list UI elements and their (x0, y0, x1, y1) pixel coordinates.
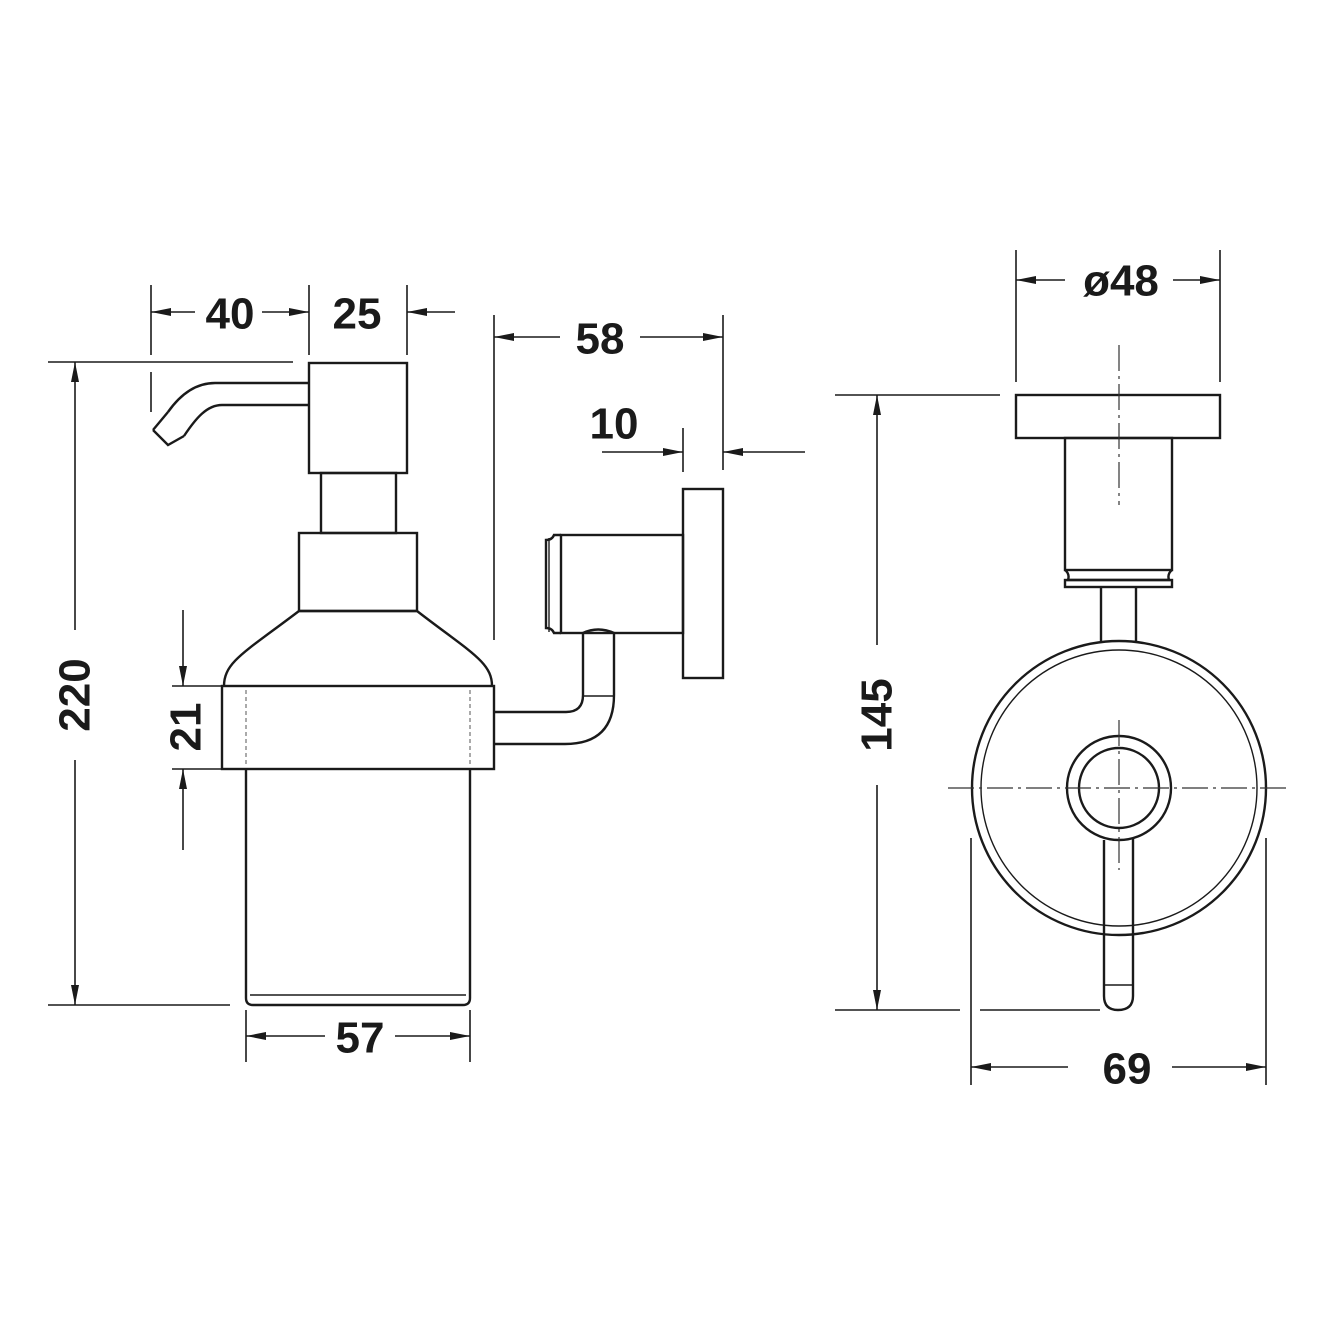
spout (152, 381, 309, 447)
dimension-label: 145 (853, 678, 902, 751)
dimension-d48: ø48 (1015, 250, 1221, 382)
dimension-145: 145 (835, 394, 1100, 1011)
dimension-58: 58 (493, 315, 724, 640)
pump-stem (319, 471, 398, 535)
dimension-220: 220 (48, 361, 293, 1006)
front-view (948, 345, 1290, 1012)
dimension-69: 69 (970, 838, 1267, 1094)
side-view (152, 361, 725, 1007)
dimension-label: 220 (51, 658, 100, 731)
dimension-57: 57 (245, 1010, 471, 1063)
dimension-label: 10 (590, 400, 639, 449)
dimension-label: ø48 (1083, 257, 1159, 306)
dimension-10: 10 (590, 400, 805, 472)
support-arm (494, 628, 616, 746)
dimension-label: 57 (336, 1014, 385, 1063)
wall-plate (681, 487, 725, 680)
pump-collar (297, 531, 419, 613)
glass-body (244, 769, 472, 1007)
lever (1102, 838, 1135, 1012)
dimension-25: 25 (333, 285, 455, 355)
wall-plate (1014, 393, 1222, 440)
pump-head (307, 361, 409, 475)
dimension-label: 21 (162, 703, 211, 752)
dimension-40: 40 (150, 285, 310, 412)
dimension-label: 40 (206, 290, 255, 339)
dimension-21: 21 (162, 610, 222, 850)
dimension-label: 58 (576, 315, 625, 364)
glass-shoulder (222, 609, 494, 687)
wall-bracket (544, 487, 725, 680)
holder-band (220, 684, 496, 771)
dimension-label: 69 (1103, 1045, 1152, 1094)
dimension-label: 25 (333, 290, 382, 339)
